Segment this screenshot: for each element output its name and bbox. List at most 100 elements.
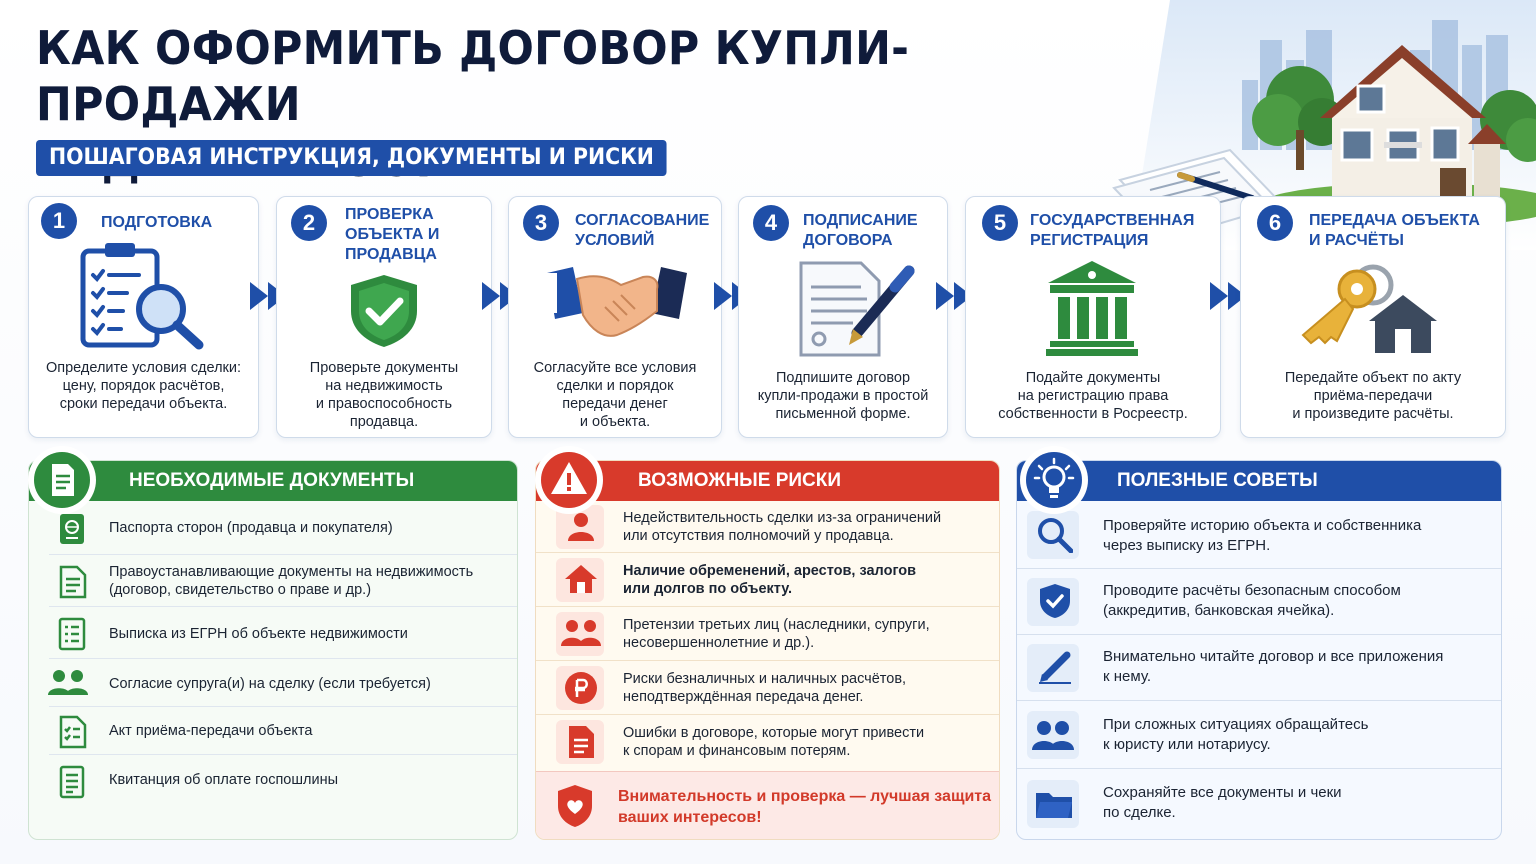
document-icon	[52, 464, 74, 496]
list-item-text: Согласие супруга(и) на сделку (если треб…	[109, 676, 431, 692]
list-item: Согласие супруга(и) на сделку (если треб…	[48, 659, 517, 707]
list-item: Недействительность сделки из-за ограниче…	[536, 501, 999, 553]
next-step-arrow-icon	[1210, 282, 1246, 310]
list-item: Проверяйте историю объекта и собственник…	[1017, 501, 1501, 569]
list-item: Проводите расчёты безопасным способом (а…	[1017, 569, 1501, 635]
search-icon	[1038, 518, 1073, 553]
step-description: Проверьте документы на недвижимость и пр…	[309, 360, 459, 430]
passport-icon	[60, 514, 84, 544]
list-item-text: Недействительность сделки из-за ограниче…	[623, 510, 942, 544]
shield-check-icon	[351, 275, 417, 347]
step-card-6: 6 ПЕРЕДАЧА ОБЪЕКТА И РАСЧЁТЫ Передайте о…	[1240, 196, 1506, 438]
list-item-text: Проводите расчёты безопасным способом (а…	[1103, 582, 1401, 619]
list-item-text: Правоустанавливающие документы на недвиж…	[109, 564, 474, 598]
list-item-text: Ошибки в договоре, которые могут привест…	[623, 725, 925, 759]
house-contract-illustration	[1112, 0, 1536, 250]
tips-panel: ПОЛЕЗНЫЕ СОВЕТЫ Проверяйте историю объек…	[1016, 460, 1502, 840]
documents-panel: НЕОБХОДИМЫЕ ДОКУМЕНТЫ Паспорта сторон (п…	[28, 460, 518, 840]
tips-list: Проверяйте историю объекта и собственник…	[1017, 501, 1501, 839]
list-item-text: Сохраняйте все документы и чеки по сделк…	[1103, 784, 1342, 821]
step-card-2: 2 ПРОВЕРКА ОБЪЕКТА И ПРОДАВЦА Проверьте …	[276, 196, 492, 438]
step-title: ПЕРЕДАЧА ОБЪЕКТА И РАСЧЁТЫ	[1309, 212, 1480, 249]
documents-title: НЕОБХОДИМЫЕ ДОКУМЕНТЫ	[129, 470, 415, 491]
step-number: 1	[41, 203, 77, 239]
step-card-1: 1 ПОДГОТОВКА Определите условия сделки: …	[28, 196, 259, 438]
person-icon	[568, 513, 594, 541]
tips-header: ПОЛЕЗНЫЕ СОВЕТЫ	[1017, 461, 1501, 501]
document-icon	[569, 726, 594, 758]
warning-icon	[551, 462, 587, 494]
document-icon	[59, 565, 87, 599]
lightbulb-icon	[1033, 457, 1075, 498]
people-icon	[1032, 721, 1074, 750]
list-item: Паспорта сторон (продавца и покупателя)	[49, 501, 517, 555]
document-pen-icon	[799, 261, 915, 357]
step-title: СОГЛАСОВАНИЕ УСЛОВИЙ	[575, 212, 710, 249]
people-icon	[48, 670, 88, 695]
step-description: Подпишите договор купли-продажи в просто…	[757, 370, 929, 422]
government-building-icon	[1046, 261, 1138, 356]
risks-callout-text: Внимательность и проверка — лучшая защит…	[618, 788, 992, 826]
list-item: Правоустанавливающие документы на недвиж…	[49, 555, 517, 607]
list-item-text: Внимательно читайте договор и все прилож…	[1103, 648, 1444, 685]
list-item: Претензии третьих лиц (наследники, супру…	[536, 607, 999, 661]
list-item-text: При сложных ситуациях обращайтесь к юрис…	[1103, 716, 1369, 753]
keys-house-icon	[1301, 264, 1437, 353]
list-item-text: Претензии третьих лиц (наследники, супру…	[623, 617, 930, 651]
step-description: Согласуйте все условия сделки и порядок …	[533, 360, 697, 430]
list-item-text: Риски безналичных и наличных расчётов, н…	[623, 671, 907, 705]
folder-icon	[1036, 793, 1072, 818]
checklist-icon	[59, 715, 87, 749]
step-number: 2	[291, 205, 327, 241]
shield-check-icon	[1040, 584, 1070, 618]
risks-badge	[535, 446, 603, 514]
list-document-icon	[58, 617, 86, 651]
tips-badge	[1020, 446, 1088, 514]
risks-panel: ВОЗМОЖНЫЕ РИСКИ Недействительность сделк…	[535, 460, 1000, 840]
clipboard-magnifier-icon	[80, 243, 204, 350]
people-icon	[561, 620, 601, 646]
step-title: ПОДГОТОВКА	[101, 214, 213, 231]
house-icon	[565, 565, 597, 593]
risks-title: ВОЗМОЖНЫЕ РИСКИ	[638, 470, 842, 491]
tips-title: ПОЛЕЗНЫЕ СОВЕТЫ	[1117, 470, 1318, 491]
list-item: Наличие обременений, арестов, залогов ил…	[536, 553, 999, 607]
risks-callout: Внимательность и проверка — лучшая защит…	[536, 771, 999, 839]
documents-list: Паспорта сторон (продавца и покупателя) …	[48, 501, 517, 839]
risks-header: ВОЗМОЖНЫЕ РИСКИ	[536, 461, 999, 501]
step-number: 4	[753, 205, 789, 241]
page-subtitle: ПОШАГОВАЯ ИНСТРУКЦИЯ, ДОКУМЕНТЫ И РИСКИ	[36, 140, 667, 176]
title-line-1: КАК ОФОРМИТЬ ДОГОВОР КУПЛИ-ПРОДАЖИ	[36, 21, 910, 131]
list-item-text: Паспорта сторон (продавца и покупателя)	[109, 520, 393, 536]
risks-list: Недействительность сделки из-за ограниче…	[536, 501, 999, 771]
documents-badge	[28, 446, 96, 514]
list-item-text: Наличие обременений, арестов, залогов ил…	[623, 563, 917, 597]
list-item: Ошибки в договоре, которые могут привест…	[536, 715, 999, 771]
step-card-4: 4 ПОДПИСАНИЕ ДОГОВОРА Подпишите договор …	[738, 196, 948, 438]
step-number: 5	[982, 205, 1018, 241]
ruble-icon	[565, 672, 597, 704]
list-item-text: Квитанция об оплате госпошлины	[109, 772, 338, 788]
step-description: Определите условия сделки: цену, порядок…	[45, 360, 242, 412]
handshake-icon	[547, 267, 687, 337]
step-card-3: 3 СОГЛАСОВАНИЕ УСЛОВИЙ Согласуйте все ус…	[508, 196, 722, 438]
step-description: Передайте объект по акту приёма-передачи…	[1284, 370, 1462, 422]
step-title: ПОДПИСАНИЕ ДОГОВОРА	[803, 212, 918, 249]
list-item: Квитанция об оплате госпошлины	[49, 755, 517, 811]
next-step-arrow-icon	[936, 282, 972, 310]
list-item: Акт приёма-передачи объекта	[49, 707, 517, 755]
step-number: 3	[523, 205, 559, 241]
list-item-text: Выписка из ЕГРН об объекте недвижимости	[109, 626, 408, 642]
receipt-icon	[59, 765, 85, 799]
pencil-icon	[1039, 651, 1071, 684]
list-item: Выписка из ЕГРН об объекте недвижимости	[49, 607, 517, 659]
list-item: При сложных ситуациях обращайтесь к юрис…	[1017, 701, 1501, 769]
step-title: ПРОВЕРКА ОБЪЕКТА И ПРОДАВЦА	[345, 206, 440, 263]
step-title: ГОСУДАРСТВЕННАЯ РЕГИСТРАЦИЯ	[1030, 212, 1195, 249]
documents-header: НЕОБХОДИМЫЕ ДОКУМЕНТЫ	[29, 461, 517, 501]
step-description: Подайте документы на регистрацию права с…	[998, 370, 1188, 422]
list-item-text: Акт приёма-передачи объекта	[109, 723, 313, 739]
step-card-5: 5 ГОСУДАРСТВЕННАЯ РЕГИСТРАЦИЯ Подайте до…	[965, 196, 1221, 438]
shield-heart-icon	[558, 785, 592, 827]
